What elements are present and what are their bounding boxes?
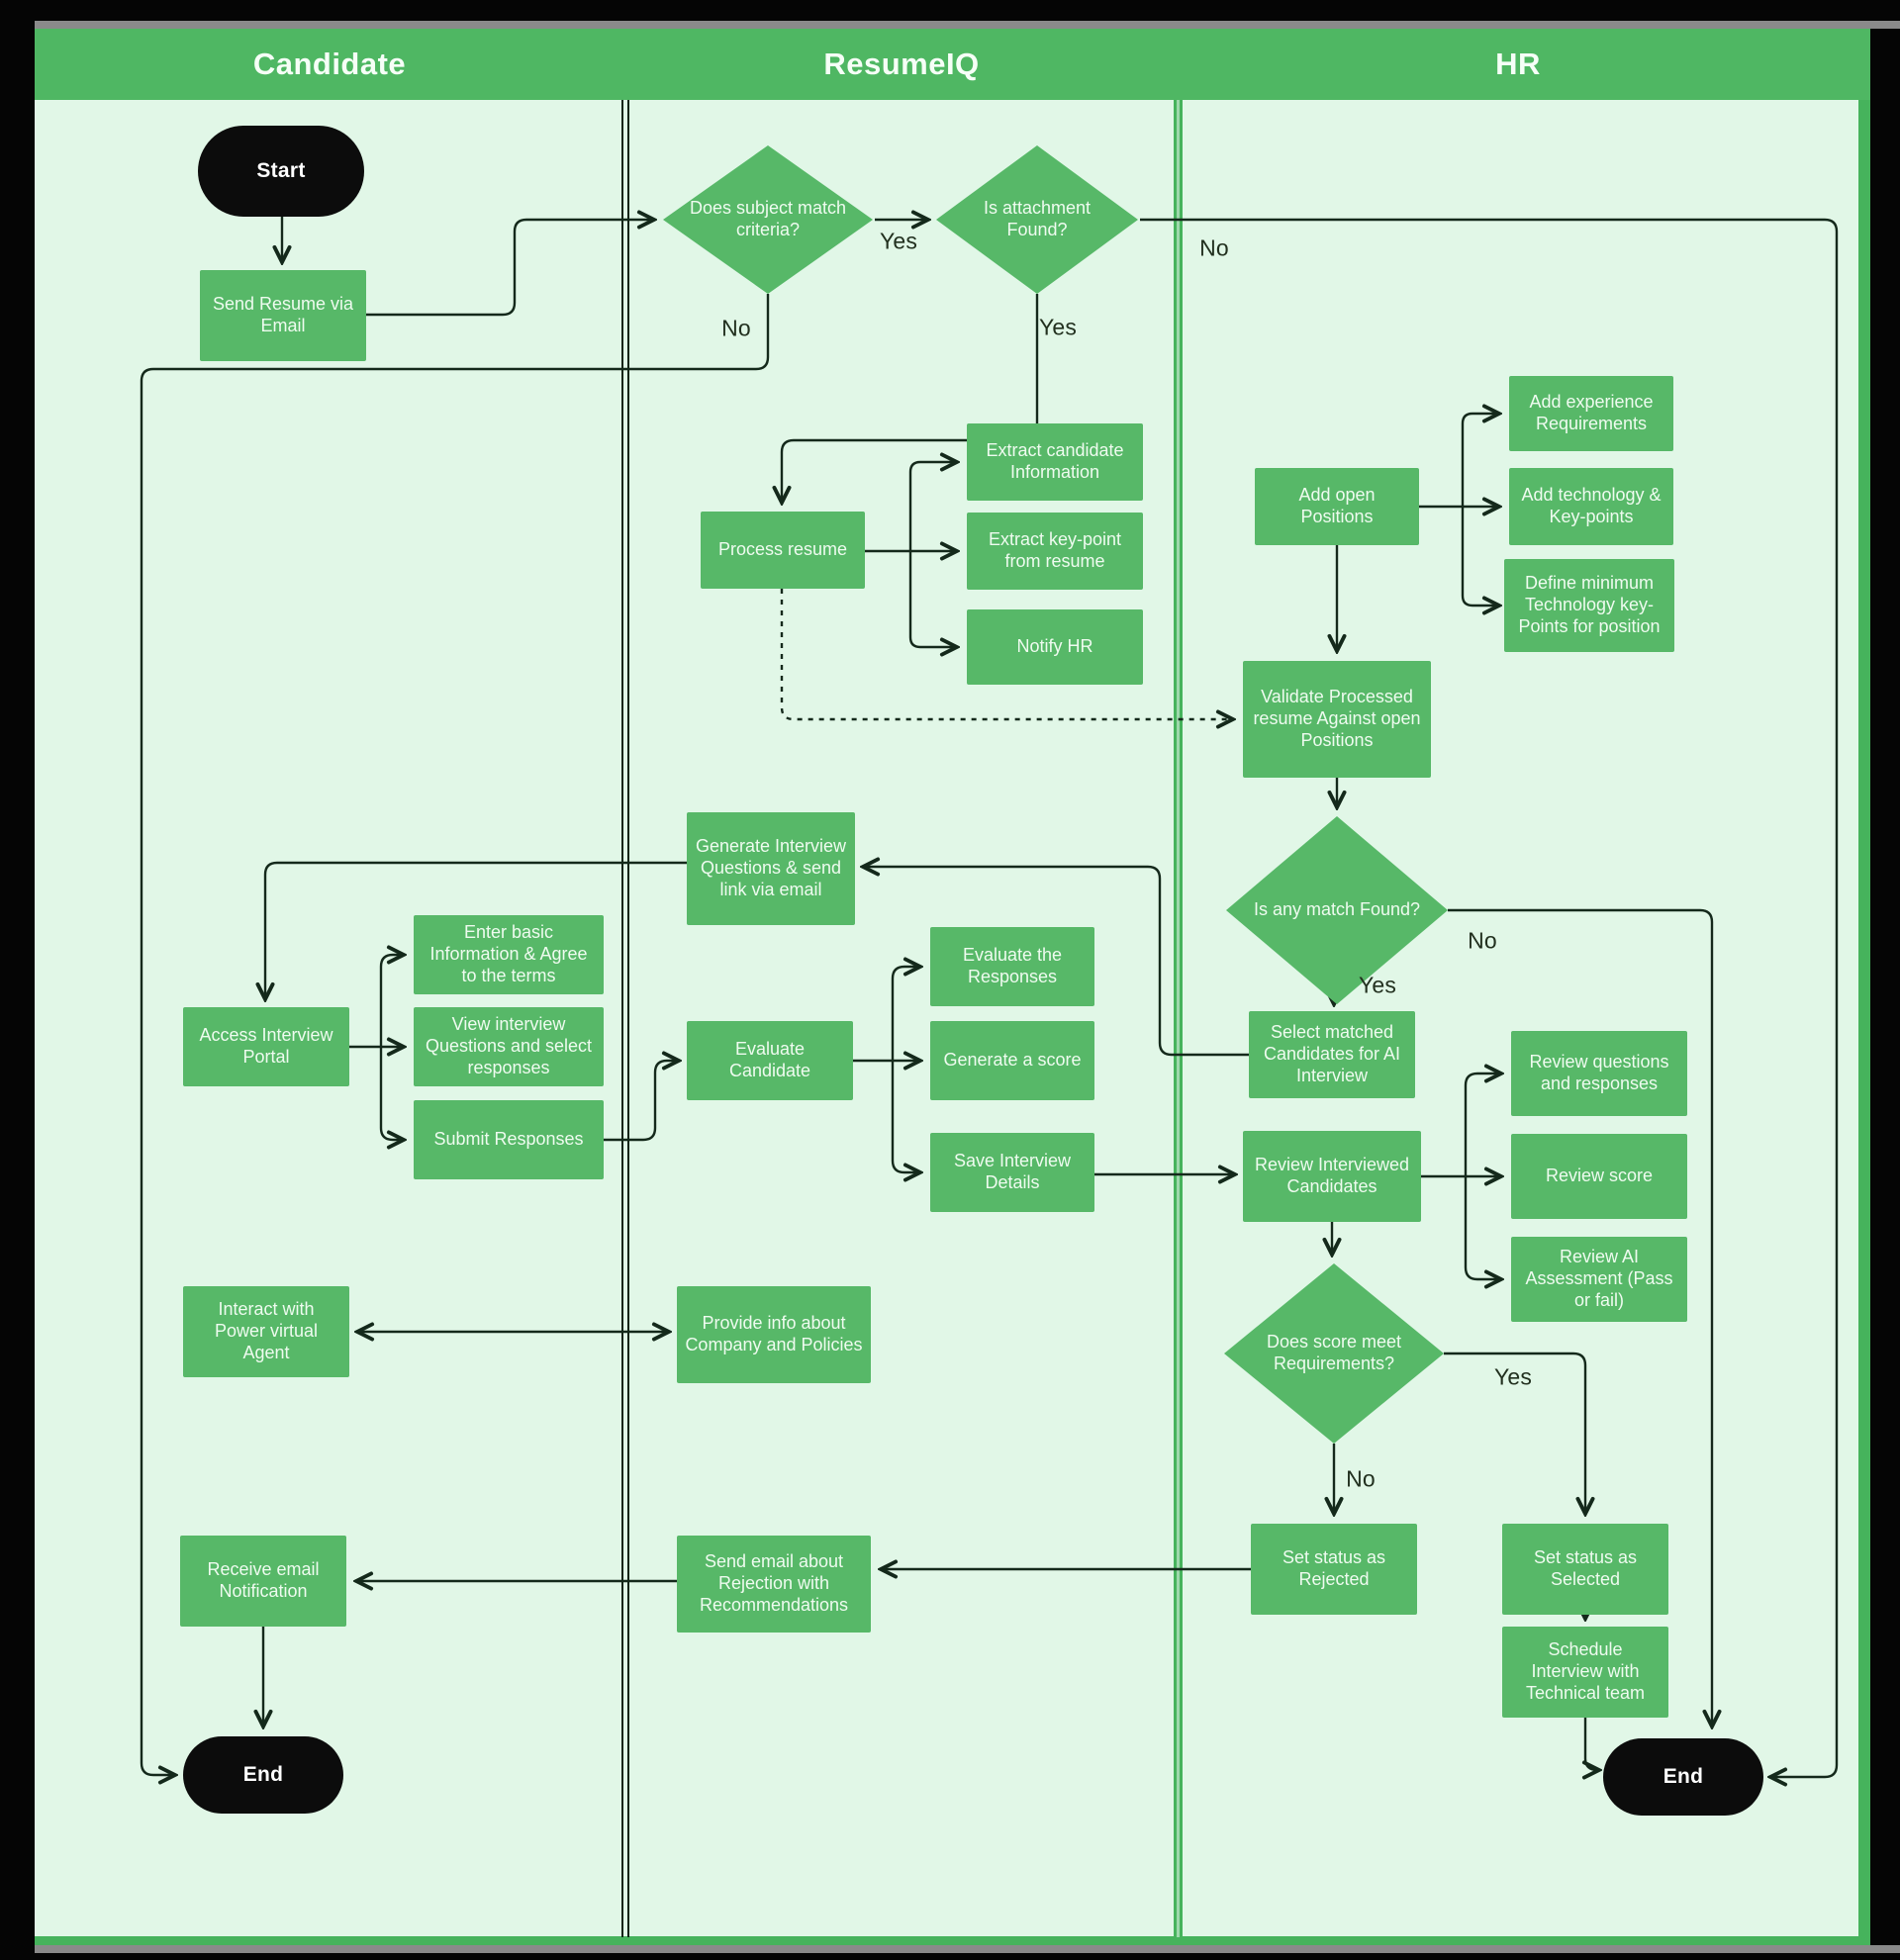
node-evaluate-responses: Evaluate the Responses: [930, 927, 1094, 1006]
edge-label-yes: Yes: [1493, 1363, 1533, 1390]
node-label: Process resume: [717, 539, 848, 560]
node-schedule-technical-interview: Schedule Interview with Technical team: [1502, 1627, 1668, 1718]
node-label: Schedule Interview with Technical team: [1525, 1639, 1646, 1703]
node-set-status-selected: Set status as Selected: [1502, 1524, 1668, 1615]
node-label: Interact with Power virtual Agent: [214, 1299, 319, 1362]
node-label: View interview Questions and select resp…: [425, 1014, 593, 1077]
node-label: Does score meet Requirements?: [1266, 1332, 1402, 1373]
edge-label-yes: Yes: [1358, 972, 1397, 998]
node-send-rejection-email: Send email about Rejection with Recommen…: [677, 1536, 871, 1633]
node-label: Generate a score: [943, 1050, 1082, 1071]
node-review-score: Review score: [1511, 1134, 1687, 1219]
node-receive-email-notification: Receive email Notification: [180, 1536, 346, 1627]
swimlane-header: [35, 29, 1870, 100]
node-start-terminator: Start: [198, 126, 364, 217]
node-set-status-rejected: Set status as Rejected: [1251, 1524, 1417, 1615]
node-label: Is any match Found?: [1253, 899, 1421, 920]
node-add-technology-keypoints: Add technology & Key-points: [1509, 468, 1673, 545]
node-label: Start: [256, 159, 306, 182]
edge-label-no: No: [1346, 1465, 1376, 1492]
node-end-terminator-right: End: [1603, 1738, 1763, 1816]
node-label: Is attachment Found?: [983, 198, 1092, 239]
node-label: Add experience Requirements: [1529, 392, 1654, 433]
node-review-interviewed-candidates: Review Interviewed Candidates: [1243, 1131, 1421, 1222]
decision-any-match-found: Is any match Found?: [1226, 816, 1448, 1004]
edge-label-no: No: [1199, 234, 1229, 261]
node-label: End: [242, 1763, 284, 1786]
node-define-minimum-keypoints: Define minimum Technology key-Points for…: [1504, 559, 1674, 652]
node-end-terminator-left: End: [183, 1736, 343, 1814]
node-label: Send email about Rejection with Recommen…: [699, 1551, 849, 1615]
node-label: Review score: [1545, 1166, 1654, 1186]
node-label: Send Resume via Email: [212, 294, 354, 335]
node-review-questions-responses: Review questions and responses: [1511, 1031, 1687, 1116]
node-save-interview-details: Save Interview Details: [930, 1133, 1094, 1212]
node-interact-power-virtual-agent: Interact with Power virtual Agent: [183, 1286, 349, 1377]
node-notify-hr: Notify HR: [967, 609, 1143, 685]
node-label: Set status as Rejected: [1282, 1547, 1386, 1589]
node-label: End: [1662, 1765, 1704, 1788]
node-label: Generate Interview Questions & send link…: [695, 836, 847, 899]
decision-subject-match: Does subject match criteria?: [663, 145, 873, 294]
node-label: Notify HR: [1016, 636, 1093, 657]
node-label: Review questions and responses: [1529, 1052, 1669, 1093]
node-label: Add technology & Key-points: [1521, 485, 1662, 526]
lane-title-hr: HR: [1495, 47, 1541, 81]
node-label: Enter basic Information & Agree to the t…: [429, 922, 588, 985]
node-review-ai-assessment: Review AI Assessment (Pass or fail): [1511, 1237, 1687, 1322]
node-label: Extract candidate Information: [986, 440, 1124, 482]
node-label: Set status as Selected: [1533, 1547, 1638, 1589]
node-enter-basic-info: Enter basic Information & Agree to the t…: [414, 915, 604, 994]
node-send-resume: Send Resume via Email: [200, 270, 366, 361]
lane-title-candidate: Candidate: [252, 47, 407, 81]
node-label: Evaluate the Responses: [962, 945, 1063, 986]
node-label: Validate Processed resume Against open P…: [1253, 687, 1421, 750]
edge-label-no: No: [1468, 927, 1497, 954]
node-label: Access Interview Portal: [199, 1025, 333, 1067]
node-label: Does subject match criteria?: [689, 198, 847, 239]
node-generate-interview-questions: Generate Interview Questions & send link…: [687, 812, 855, 925]
lane-title-resumeiq: ResumeIQ: [823, 47, 980, 81]
edge-label-yes: Yes: [879, 228, 918, 254]
edge-label-no: No: [721, 315, 751, 341]
top-frame-strip: [35, 21, 1900, 29]
decision-attachment-found: Is attachment Found?: [936, 145, 1138, 294]
node-provide-company-info: Provide info about Company and Policies: [677, 1286, 871, 1383]
lane-divider-resumeiq-hr: [1174, 100, 1183, 1937]
node-extract-candidate-info: Extract candidate Information: [967, 423, 1143, 501]
node-access-interview-portal: Access Interview Portal: [183, 1007, 349, 1086]
node-label: Save Interview Details: [953, 1151, 1072, 1192]
node-label: Extract key-point from resume: [988, 529, 1122, 571]
node-label: Define minimum Technology key-Points for…: [1518, 573, 1661, 636]
node-add-experience-requirements: Add experience Requirements: [1509, 376, 1673, 451]
node-validate-resume: Validate Processed resume Against open P…: [1243, 661, 1431, 778]
decision-score-meets-requirements: Does score meet Requirements?: [1224, 1263, 1444, 1444]
node-generate-score: Generate a score: [930, 1021, 1094, 1100]
node-extract-keypoint: Extract key-point from resume: [967, 513, 1143, 590]
node-label: Select matched Candidates for AI Intervi…: [1263, 1022, 1401, 1085]
node-label: Review AI Assessment (Pass or fail): [1525, 1247, 1673, 1310]
node-select-matched-candidates: Select matched Candidates for AI Intervi…: [1249, 1011, 1415, 1098]
node-label: Submit Responses: [433, 1129, 584, 1150]
node-label: Receive email Notification: [207, 1559, 320, 1601]
node-evaluate-candidate: Evaluate Candidate: [687, 1021, 853, 1100]
lane-divider-candidate-resumeiq: [621, 100, 629, 1937]
edge-label-yes: Yes: [1038, 314, 1078, 340]
node-label: Review Interviewed Candidates: [1254, 1155, 1410, 1196]
node-add-open-positions: Add open Positions: [1255, 468, 1419, 545]
node-submit-responses: Submit Responses: [414, 1100, 604, 1179]
node-label: Provide info about Company and Policies: [685, 1313, 863, 1354]
bottom-frame-strip: [35, 1945, 1900, 1953]
node-label: Evaluate Candidate: [728, 1039, 811, 1080]
node-label: Add open Positions: [1298, 485, 1376, 526]
node-view-interview-questions: View interview Questions and select resp…: [414, 1007, 604, 1086]
node-process-resume: Process resume: [701, 512, 865, 589]
